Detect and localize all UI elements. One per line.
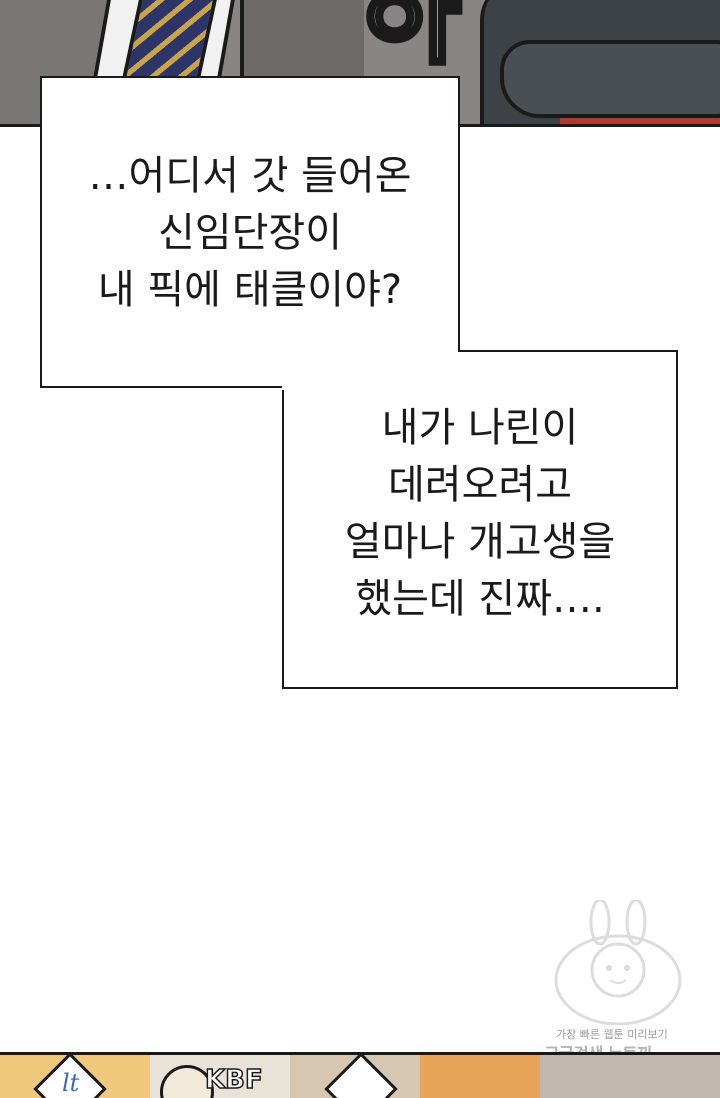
watermark-tagline: 가장 빠른 웹툰 미리보기: [556, 1028, 668, 1041]
bottom-comic-panel: lt KBF: [0, 1052, 720, 1098]
speech-line: 신임단장이: [158, 210, 342, 256]
speech-text-1: …어디서 갓 들어온 신임단장이 내 픽에 태클이야?: [40, 148, 460, 319]
speech-line: 내가 나린이: [381, 405, 579, 451]
speech-box-1: [40, 76, 460, 388]
crossed-arm-art: [500, 40, 720, 118]
watermark: 가장 빠른 웹툰 미리보기 구글검색 뉴토끼: [528, 900, 713, 1065]
speech-box-join-2: [284, 352, 676, 392]
sponsor-logo-lt: lt: [62, 1069, 80, 1097]
sponsor-logo-kbf: KBF: [204, 1064, 263, 1096]
speech-line: 내 픽에 태클이야?: [97, 267, 403, 313]
speech-line: …어디서 갓 들어온: [88, 153, 412, 199]
banner-tile: [420, 1055, 540, 1098]
speech-line: 했는데 진짜….: [355, 576, 605, 622]
bunny-mascot-icon: [554, 900, 682, 1025]
speech-line: 얼마나 개고생을: [344, 519, 616, 565]
speech-box-2: [282, 388, 678, 689]
speech-line: 데려오려고: [388, 462, 572, 508]
banner-tile: [540, 1055, 720, 1098]
speech-text-2: 내가 나린이 데려오려고 얼마나 개고생을 했는데 진짜….: [282, 400, 678, 628]
sound-effect-text: 하: [357, 0, 463, 79]
